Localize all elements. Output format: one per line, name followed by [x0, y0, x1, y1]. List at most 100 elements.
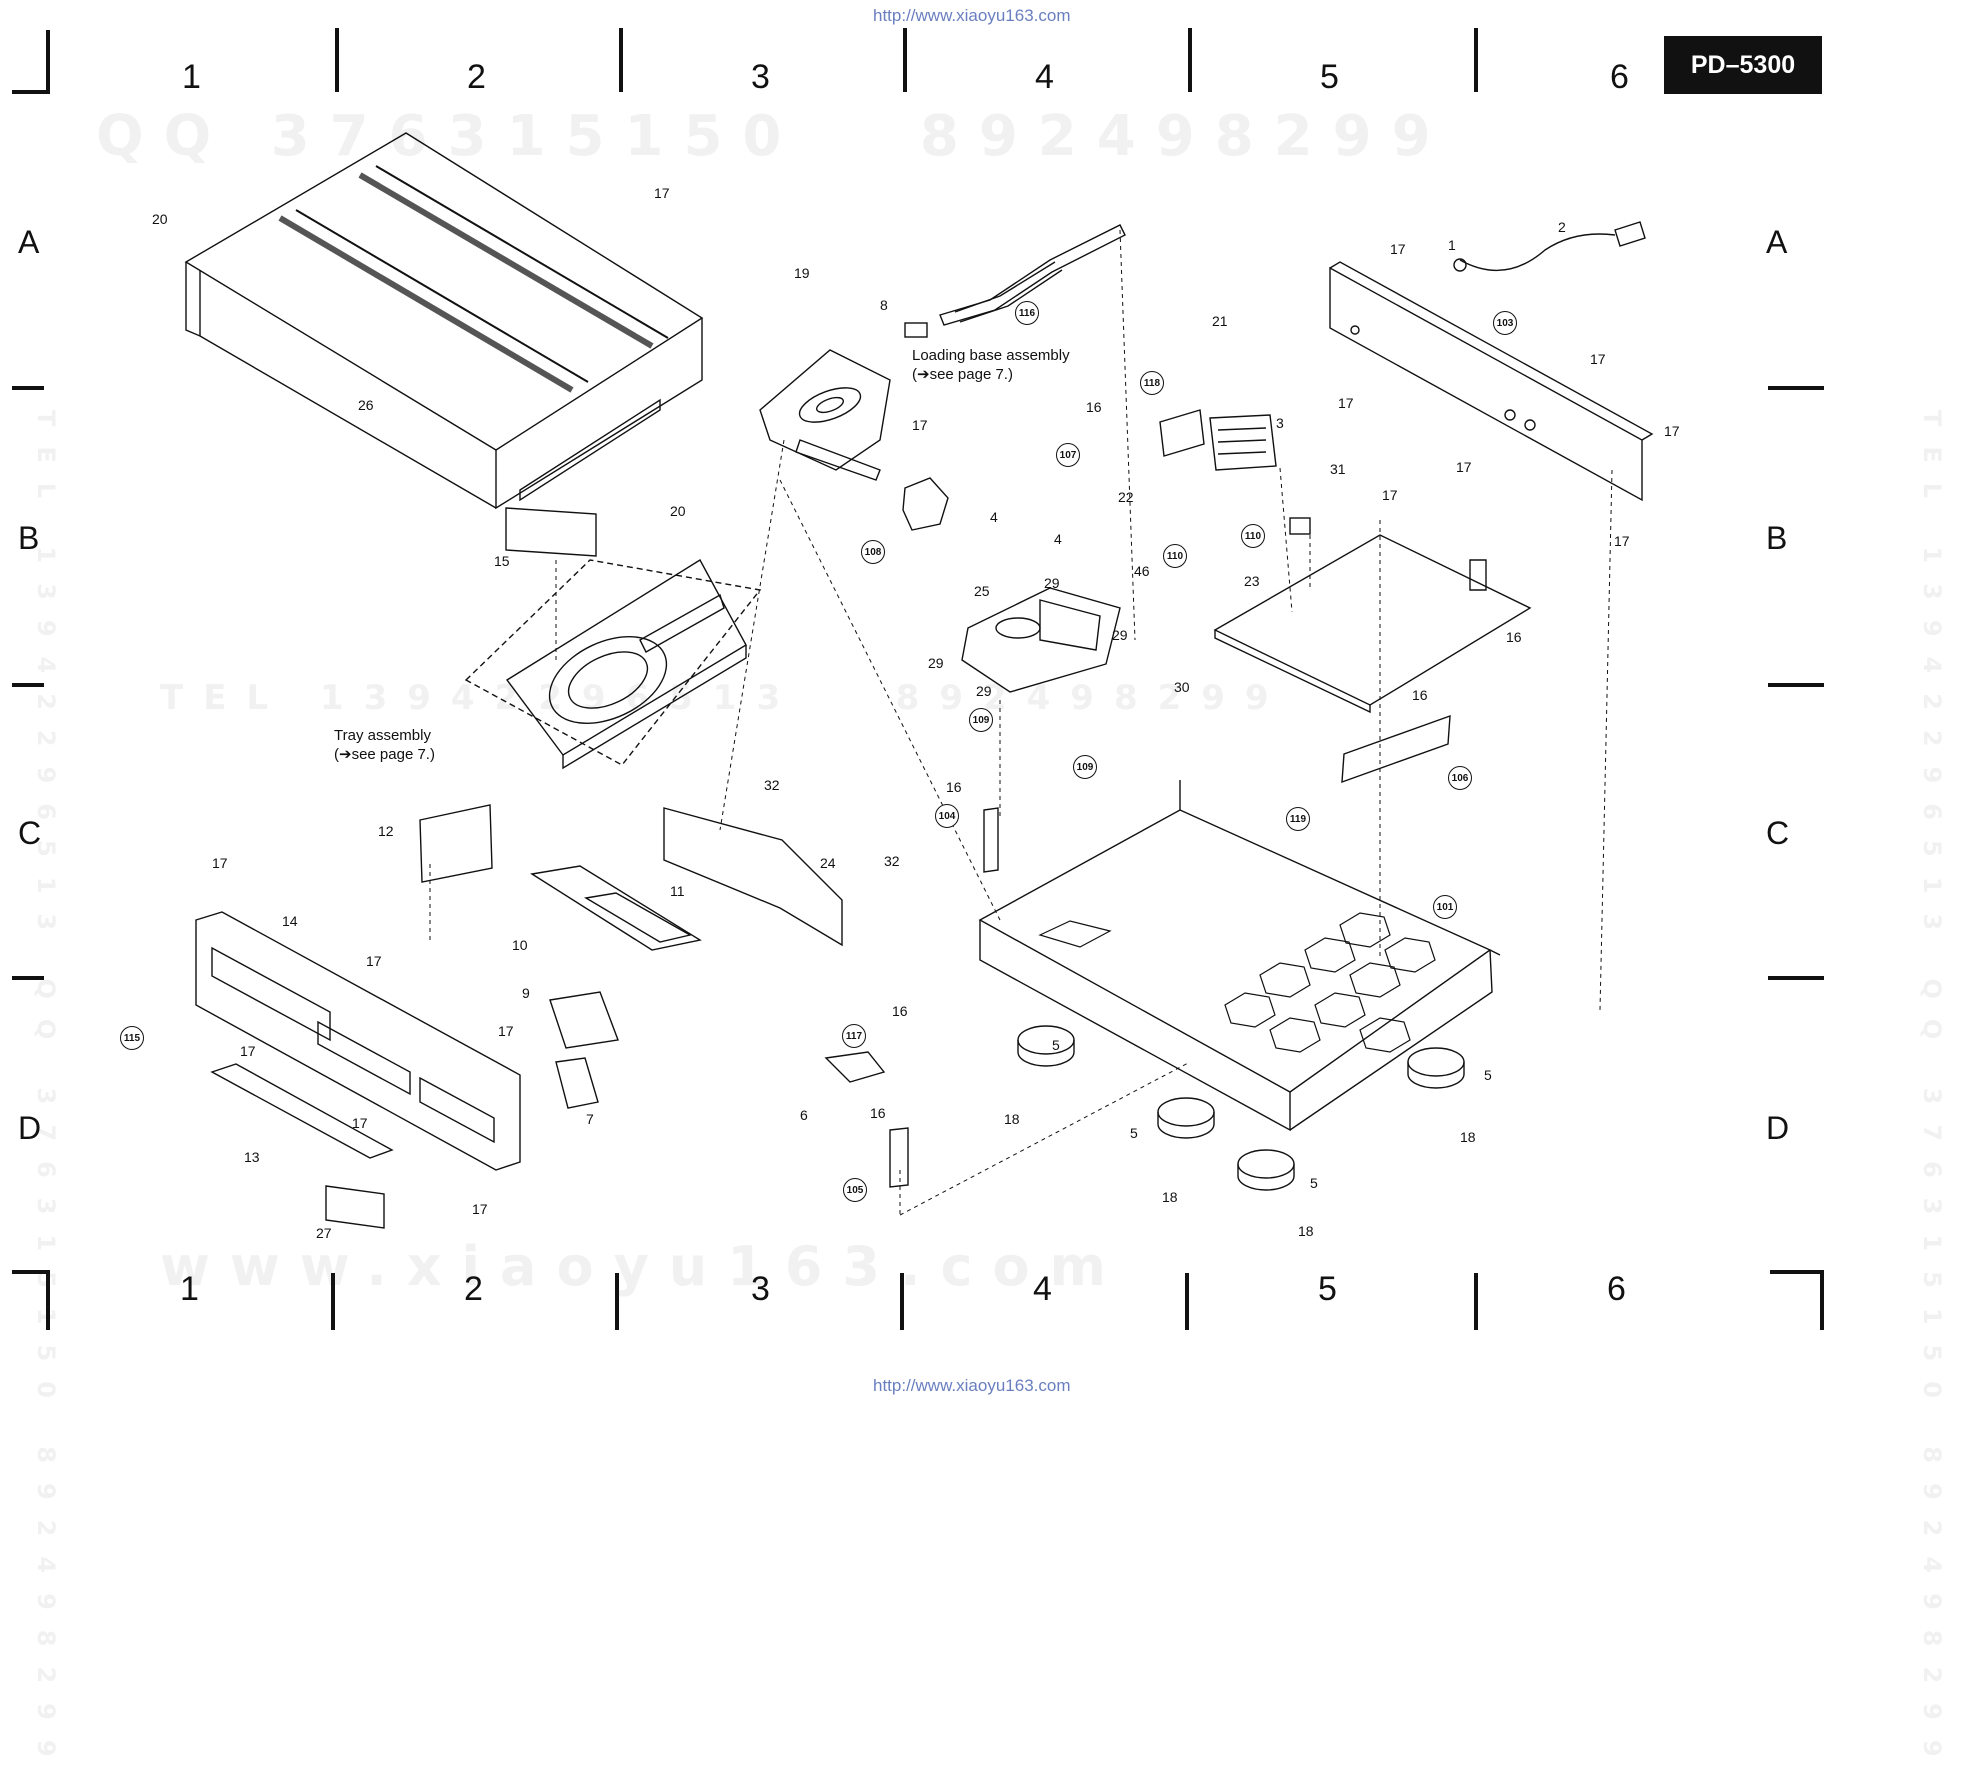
part-label: 17: [212, 855, 228, 871]
circled-part-label: 108: [861, 540, 885, 564]
guide-lines: [429, 229, 1613, 1216]
part-label: 11: [670, 883, 685, 899]
flex-cable-part: [904, 224, 1126, 338]
circled-part-label: 115: [120, 1026, 144, 1050]
circled-part-label: 109: [1073, 755, 1097, 779]
part-label: 29: [976, 683, 992, 699]
part-label: 16: [946, 779, 962, 795]
part-label: 21: [1212, 313, 1228, 329]
part-label: 17: [366, 953, 382, 969]
badge-27-part: [325, 1185, 385, 1229]
grid-row-b-right: B: [1766, 520, 1788, 556]
part-label: 18: [1004, 1111, 1020, 1127]
switch-117-part: [824, 1051, 886, 1083]
grid-row-c-left: C: [18, 815, 42, 851]
frame-marks: [12, 28, 1824, 1330]
part-label: 17: [1590, 351, 1606, 367]
part-label: 5: [1484, 1067, 1492, 1083]
bracket-104-part: [983, 807, 999, 873]
loading-base-part: [759, 349, 891, 481]
watermark-qq: QQ 376315150 892498299: [96, 104, 1451, 169]
circled-part-label: 109: [969, 708, 993, 732]
circled-part-label: 106: [1448, 766, 1472, 790]
part-label: 17: [1456, 459, 1472, 475]
main-pcb-part: [1213, 517, 1532, 714]
circled-part-label: 110: [1163, 544, 1187, 568]
grid-row-a-right: A: [1766, 224, 1788, 260]
part-label: 19: [794, 265, 810, 281]
part-label: 32: [884, 853, 900, 869]
part-label: 46: [1134, 563, 1150, 579]
sub-panel-13-part: [210, 1063, 394, 1159]
grid-col-6-top: 6: [1610, 58, 1629, 96]
part-label: 32: [764, 777, 780, 793]
note-loading-base: Loading base assembly (➔see page 7.): [912, 347, 1070, 383]
part-label: 13: [244, 1149, 260, 1165]
mechanism-part: [902, 477, 1121, 693]
part-label: 17: [472, 1201, 488, 1217]
part-label: 17: [240, 1043, 256, 1059]
transformer-part: [1159, 409, 1277, 471]
diagram-line-art: [12, 28, 1824, 1330]
part-label: 17: [352, 1115, 368, 1131]
circled-part-label: 119: [1286, 807, 1310, 831]
grid-row-a-left: A: [18, 224, 40, 260]
key-pcb-24-part: [663, 807, 843, 947]
part-label: 29: [1112, 627, 1128, 643]
part-label: 16: [892, 1003, 908, 1019]
grid-col-5-top: 5: [1320, 58, 1339, 96]
part-label: 16: [1506, 629, 1522, 645]
part-label: 31: [1330, 461, 1346, 477]
foot-part: [1017, 1025, 1465, 1191]
part-label: 9: [522, 985, 530, 1001]
part-label: 15: [494, 553, 510, 569]
grid-col-3-top: 3: [751, 58, 770, 96]
grid-col-1-bottom: 1: [180, 1270, 199, 1308]
grid-col-6-bottom: 6: [1607, 1270, 1626, 1308]
part-label: 24: [820, 855, 836, 871]
part-label: 17: [498, 1023, 514, 1039]
part-label: 18: [1298, 1223, 1314, 1239]
note-tray: Tray assembly (➔see page 7.): [334, 727, 435, 763]
part-label: 22: [1118, 489, 1134, 505]
circled-part-label: 110: [1241, 524, 1265, 548]
circled-part-label: 107: [1056, 443, 1080, 467]
top-cover-part: [184, 132, 704, 510]
part-label: 26: [358, 397, 374, 413]
part-label: 14: [282, 913, 298, 929]
chassis-part: [978, 780, 1501, 1132]
circled-part-label: 104: [935, 804, 959, 828]
part-label: 6: [800, 1107, 808, 1123]
grid-col-1-top: 1: [182, 58, 201, 96]
grid-col-2-bottom: 2: [464, 1270, 483, 1308]
part-label: 5: [1310, 1175, 1318, 1191]
part-label: 1: [1448, 237, 1456, 253]
grid-row-b-left: B: [18, 520, 40, 556]
part-label: 12: [378, 823, 394, 839]
key-buttons-part: [530, 865, 702, 1109]
grid-col-4-top: 4: [1035, 58, 1054, 96]
source-url-top[interactable]: http://www.xiaoyu163.com: [873, 6, 1071, 25]
part-label: 17: [912, 417, 928, 433]
part-label: 3: [1276, 415, 1284, 431]
tray-assembly-part: [464, 559, 762, 770]
grid-row-d-left: D: [18, 1110, 42, 1146]
part-label: 16: [1086, 399, 1102, 415]
model-badge: PD–5300: [1664, 36, 1822, 94]
part-label: 17: [1338, 395, 1354, 411]
part-label: 17: [1390, 241, 1406, 257]
part-label: 2: [1558, 219, 1566, 235]
part-label: 25: [974, 583, 990, 599]
part-label: 4: [1054, 531, 1062, 547]
rear-panel-part: [1329, 221, 1654, 502]
part-label: 20: [670, 503, 686, 519]
source-url-bottom[interactable]: http://www.xiaoyu163.com: [873, 1376, 1071, 1395]
part-label: 27: [316, 1225, 332, 1241]
circled-part-label: 103: [1493, 311, 1517, 335]
part-label: 17: [1664, 423, 1680, 439]
part-label: 18: [1162, 1189, 1178, 1205]
part-label: 20: [152, 211, 168, 227]
grid-col-4-bottom: 4: [1033, 1270, 1052, 1308]
bracket-105-part: [889, 1127, 909, 1188]
circled-part-label: 105: [843, 1178, 867, 1202]
